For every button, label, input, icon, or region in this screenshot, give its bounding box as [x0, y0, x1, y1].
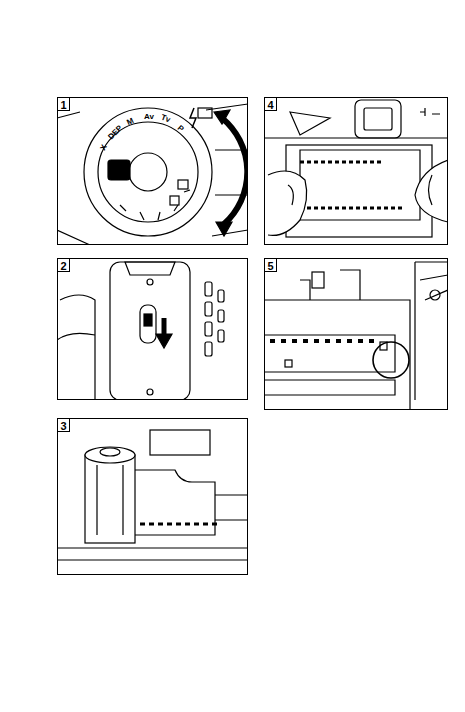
step-number: 2 [57, 258, 70, 272]
back-latch-drawing [57, 262, 224, 400]
step-number: 4 [264, 97, 277, 111]
figure-panel: 5 [264, 258, 448, 410]
film-loading-drawing [264, 100, 448, 237]
dial-marking: M [125, 116, 135, 127]
step-number: 5 [264, 258, 277, 272]
dial-marking: Av [144, 112, 154, 121]
step-number: 3 [57, 418, 70, 432]
dial-marking: P [176, 123, 186, 133]
step-number: 1 [57, 97, 70, 111]
dial-marking: Tv [160, 113, 172, 125]
dial-marking: X [98, 143, 108, 152]
figure-panel: 4 [264, 97, 448, 245]
figure-panel: 2 [57, 258, 248, 400]
film-leader-drawing [264, 262, 448, 410]
figure-panel: 3 [57, 418, 248, 575]
mode-dial-drawing [57, 104, 248, 245]
dial-marking: DEP [106, 124, 124, 142]
film-cartridge-drawing [57, 430, 248, 560]
